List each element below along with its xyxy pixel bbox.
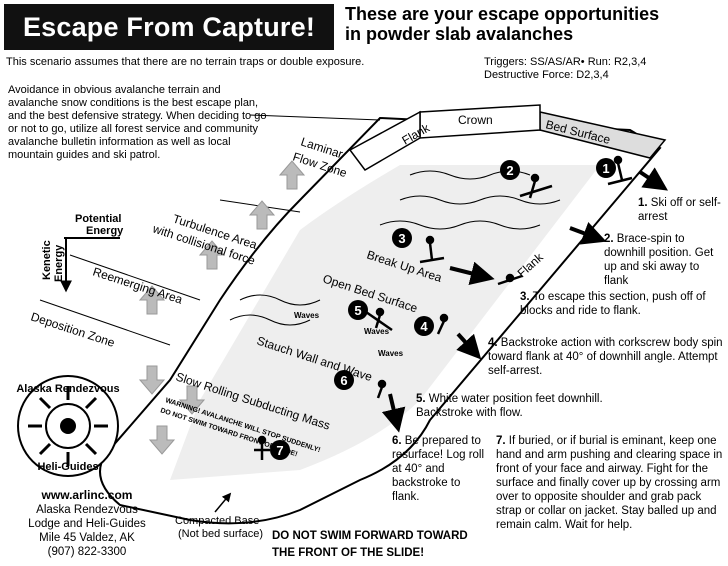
- label-reemerging: Reemerging Area: [91, 265, 184, 307]
- step-marker-4: 4: [414, 316, 434, 336]
- bottom-warning: DO NOT SWIM FORWARD TOWARD THE FRONT OF …: [272, 528, 487, 562]
- website-link[interactable]: www.arlinc.com: [41, 488, 133, 502]
- assumption-text: This scenario assumes that there are no …: [6, 56, 365, 68]
- bottom-warning-line-1: DO NOT SWIM FORWARD TOWARD: [272, 530, 468, 542]
- logo-top-text: Alaska Rendezvous: [16, 383, 119, 395]
- step-marker-2-num: 2: [506, 163, 513, 178]
- step-4-text: 4. Backstroke action with corkscrew body…: [488, 337, 723, 377]
- step-5-text: 5. White water position feet downhill. B…: [416, 393, 603, 419]
- step-marker-3: 3: [392, 228, 412, 248]
- label-waves-2: Waves: [364, 327, 390, 336]
- flank-top-band: [348, 110, 421, 171]
- label-waves-3: Waves: [378, 349, 404, 358]
- step-3-text: 3. To escape this section, push off of b…: [520, 291, 706, 317]
- label-waves-1: Waves: [294, 311, 320, 320]
- step-marker-3-num: 3: [398, 231, 405, 246]
- subtitle-line-1: These are your escape opportunities: [345, 4, 660, 24]
- label-crown: Crown: [458, 113, 493, 127]
- logo-bottom-text: Heli-Guides: [37, 461, 98, 473]
- contact-info: www.arlinc.com Alaska Rendezvous Lodge a…: [12, 488, 162, 559]
- contact-line-3: Mile 45 Valdez, AK: [39, 532, 135, 544]
- escape-arrows: [381, 167, 668, 433]
- flow-arrows: [138, 160, 306, 455]
- step-marker-4-num: 4: [420, 319, 428, 334]
- step-7-text: 7. If buried, or if burial is eminant, k…: [496, 435, 723, 531]
- step-marker-6-num: 6: [340, 373, 347, 388]
- step-marker-7: 7: [270, 440, 290, 460]
- step-1-text: 1. Ski off or self-arrest: [638, 197, 721, 223]
- step-2-text: 2. Brace-spin to downhill position. Get …: [604, 233, 714, 287]
- step-marker-1: 1: [596, 158, 616, 178]
- step-marker-5: 5: [348, 300, 368, 320]
- label-compacted-2: (Not bed surface): [178, 528, 263, 540]
- label-potential-1: Potential: [75, 213, 121, 225]
- company-logo: Alaska Rendezvous Heli-Guides: [16, 375, 120, 477]
- subtitle-line-2: in powder slab avalanches: [345, 24, 574, 44]
- triggers-text: Triggers: SS/AS/AR• Run: R2,3,4: [484, 56, 647, 68]
- avoidance-advice: Avoidance in obvious avalanche terrain a…: [8, 84, 267, 161]
- page-subtitle: These are your escape opportunities in p…: [345, 4, 725, 44]
- step-6-text: 6. Be prepared to resurface! Log roll at…: [392, 435, 485, 503]
- trigger-info: Triggers: SS/AS/AR• Run: R2,3,4 Destruct…: [484, 56, 724, 82]
- label-potential-2: Energy: [86, 225, 124, 237]
- bottom-warning-line-2: THE FRONT OF THE SLIDE!: [272, 547, 425, 559]
- contact-phone: (907) 822-3300: [47, 546, 127, 558]
- label-kinetic-1: Kenetic: [41, 240, 53, 280]
- step-marker-6: 6: [334, 370, 354, 390]
- page-title: Escape From Capture!: [4, 4, 334, 50]
- destructive-force-text: Destructive Force: D2,3,4: [484, 69, 609, 81]
- flow-zone-shading: [170, 165, 600, 480]
- step-marker-7-num: 7: [276, 443, 283, 458]
- label-deposition: Deposition Zone: [29, 310, 117, 350]
- step-marker-5-num: 5: [354, 303, 361, 318]
- contact-line-2: Lodge and Heli-Guides: [28, 518, 146, 530]
- skier-figures: [254, 155, 633, 460]
- label-kinetic-2: Energy: [53, 244, 65, 282]
- step-marker-1-num: 1: [602, 161, 609, 176]
- label-compacted-1: Compacted Base: [175, 515, 259, 527]
- contact-line-1: Alaska Rendezvous: [36, 504, 138, 516]
- step-marker-2: 2: [500, 160, 520, 180]
